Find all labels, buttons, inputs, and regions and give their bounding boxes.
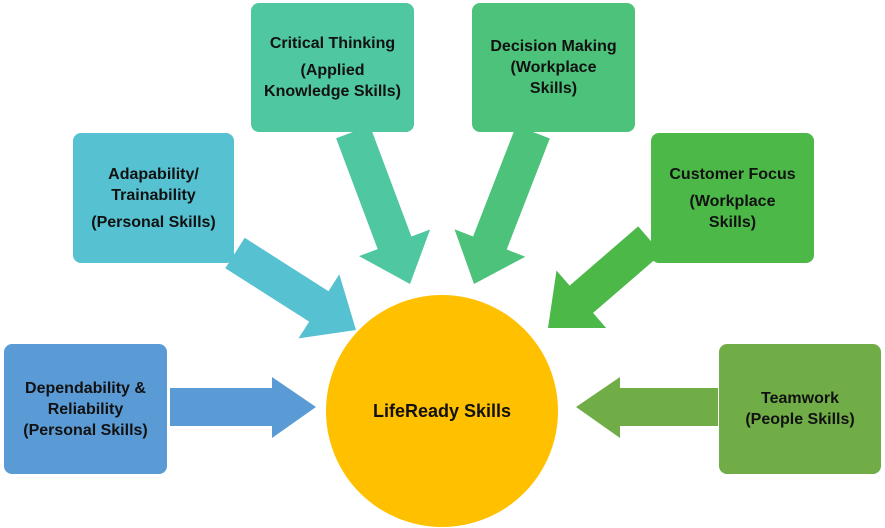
arrow-adaptability [225,237,356,339]
center-circle: LifeReady Skills [326,295,558,527]
node-text-line: Knowledge Skills) [264,83,401,100]
arrow-shape [548,226,662,328]
arrow-teamwork [576,377,718,438]
node-text-line: (Applied [300,62,365,79]
node-text-line: (Workplace [689,192,776,210]
arrow-customer-focus [548,226,662,328]
node-text-line: (Personal Skills) [23,421,148,439]
node-text-line: Decision Making [490,38,617,55]
center-label: LifeReady Skills [372,400,512,421]
node-text-line: (People Skills) [745,411,855,428]
node-text-line: Customer Focus [669,165,796,183]
node-text-line: Trainability [111,186,196,204]
node-text-line: Reliability [47,400,124,418]
node-text-line: Critical Thinking [269,35,396,52]
arrow-decision-making [454,125,550,284]
node-adaptability: Adapability/Trainability (Personal Skills… [73,133,234,263]
node-teamwork: Teamwork (People Skills) [719,344,881,474]
node-dependability: Dependability & Reliability (Personal Skil… [4,344,167,474]
node-text-line: Skills) [708,213,757,231]
arrow-shape [336,125,431,284]
node-text-line: Dependability & [25,379,146,397]
arrow-shape [454,125,550,284]
node-text-line: (Personal Skills) [91,213,216,231]
arrow-dependability [170,377,316,438]
node-text-line: Skills) [529,80,578,97]
node-text-line: Teamwork [761,390,839,407]
node-text-line: Adapability/ [108,165,199,183]
node-text-line: (Workplace [510,59,597,76]
arrow-critical-thinking [336,125,431,284]
arrow-shape [225,237,356,339]
